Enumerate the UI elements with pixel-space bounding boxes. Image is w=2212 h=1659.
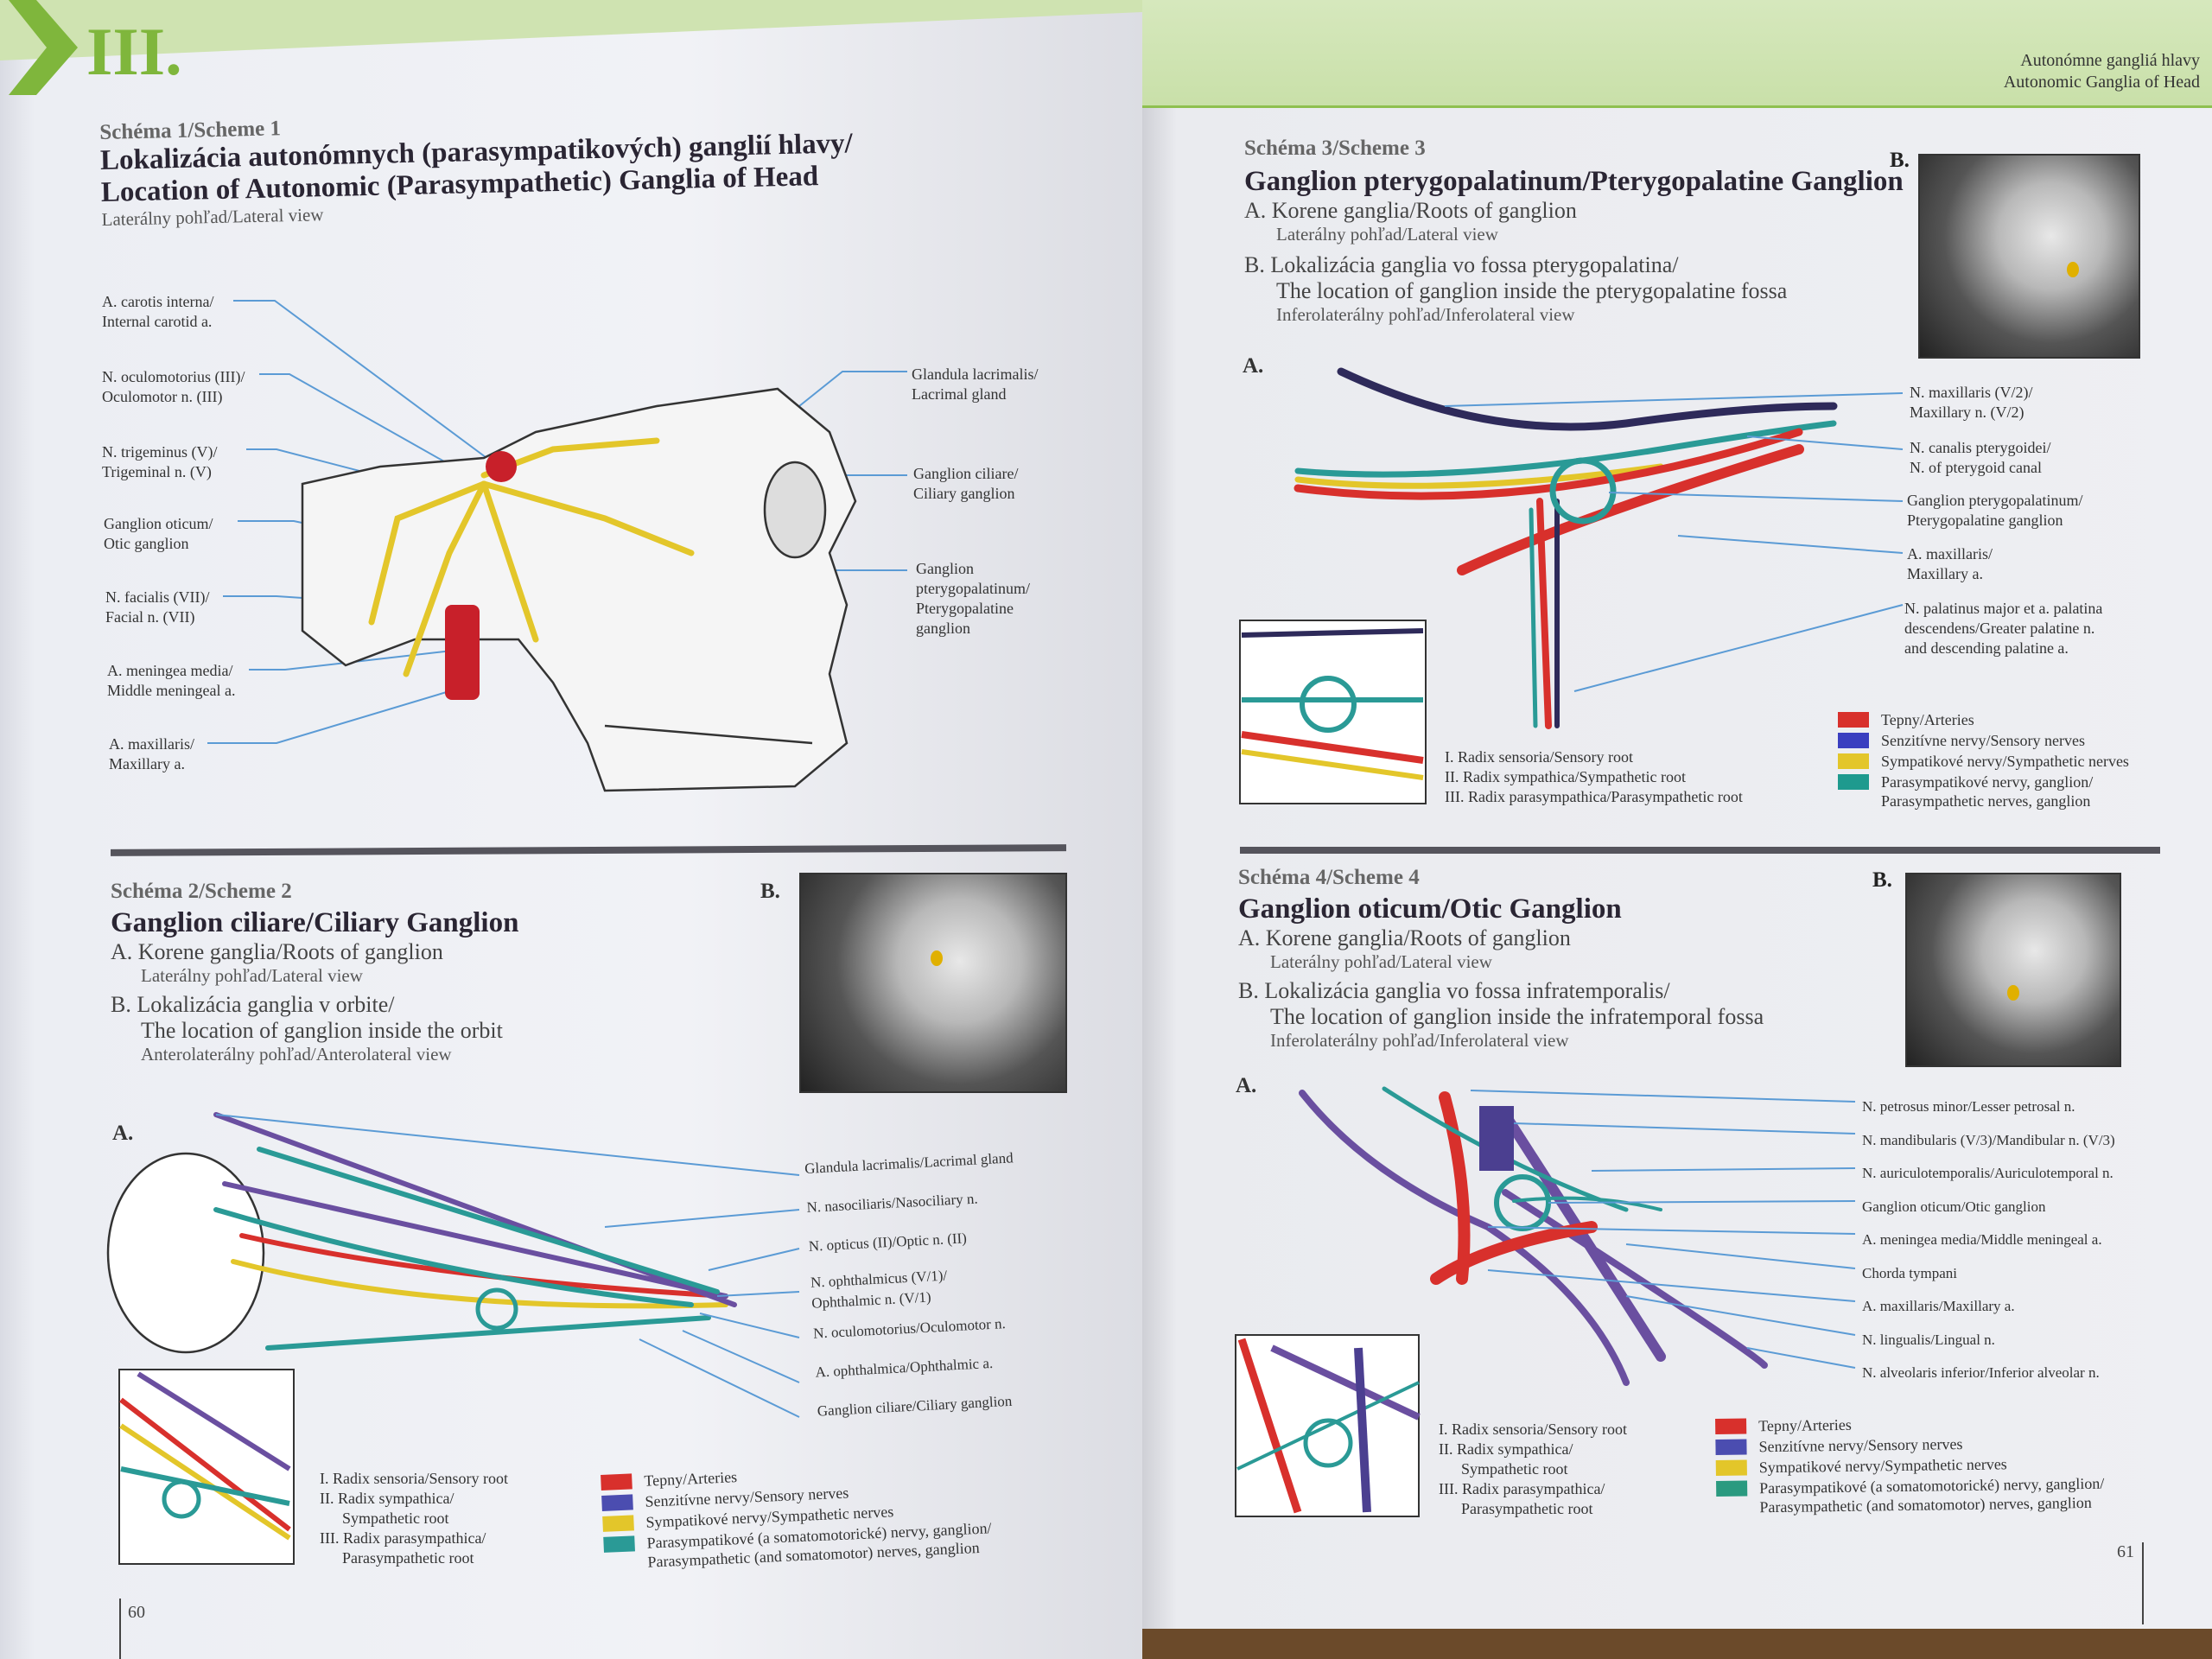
scheme4-heading: Schéma 4/Scheme 4 Ganglion oticum/Otic G… bbox=[1238, 866, 1764, 1052]
scheme4-label: N. petrosus minor/Lesser petrosal n. bbox=[1862, 1098, 2075, 1115]
scheme3-b-view: Inferolaterálny pohľad/Inferolateral vie… bbox=[1276, 304, 1575, 325]
scheme4-label: A. maxillaris/Maxillary a. bbox=[1862, 1298, 2015, 1314]
scheme4-a-view: Laterálny pohľad/Lateral view bbox=[1270, 951, 1492, 972]
section-divider bbox=[1240, 847, 2160, 854]
scheme2-photo-tag: B. bbox=[760, 880, 780, 903]
scheme4-labels: N. petrosus minor/Lesser petrosal n. N. … bbox=[1862, 1090, 2115, 1390]
scheme4-label: A. meningea media/Middle meningeal a. bbox=[1862, 1231, 2102, 1248]
scheme4-photo-tag: B. bbox=[1872, 868, 1892, 892]
scheme3-label: N. maxillaris (V/2)/Maxillary n. (V/2) bbox=[1910, 384, 2033, 421]
legend-item: Parasympatikové nervy, ganglion/Parasymp… bbox=[1838, 772, 2129, 810]
page-number: 60 bbox=[128, 1603, 145, 1622]
scheme4-title: Ganglion oticum/Otic Ganglion bbox=[1238, 893, 1622, 925]
scheme2-legend: Tepny/Arteries Senzitívne nervy/Sensory … bbox=[601, 1456, 993, 1574]
page-rule bbox=[2142, 1542, 2144, 1624]
ganglion-marker bbox=[2067, 262, 2079, 277]
scheme3-skull-photo bbox=[1918, 154, 2140, 359]
scheme1-label: N. facialis (VII)/Facial n. (VII) bbox=[105, 588, 210, 626]
ganglion-marker bbox=[2007, 985, 2019, 1001]
scheme4-a-label: A. Korene ganglia/Roots of ganglion bbox=[1238, 925, 1571, 950]
legend-item: Tepny/Arteries bbox=[1838, 710, 2129, 729]
scheme4-diagram-tag: A. bbox=[1236, 1074, 1257, 1097]
scheme4-skull-photo bbox=[1905, 873, 2121, 1067]
scheme4-label: N. alveolaris inferior/Inferior alveolar… bbox=[1862, 1364, 2100, 1381]
scheme3-label: Ganglion pterygopalatinum/Pterygopalatin… bbox=[1907, 492, 2083, 529]
scheme2-a-view: Laterálny pohľad/Lateral view bbox=[141, 965, 363, 986]
pterygopalatine-ganglion-diagram bbox=[1239, 367, 1904, 804]
scheme1-label: Ganglion oticum/Otic ganglion bbox=[104, 515, 213, 552]
scheme4-label: N. mandibularis (V/3)/Mandibular n. (V/3… bbox=[1862, 1131, 2115, 1148]
scheme1-label: A. meningea media/Middle meningeal a. bbox=[107, 662, 236, 699]
scheme3-title: Ganglion pterygopalatinum/Pterygopalatin… bbox=[1244, 166, 1904, 197]
legend-item: Sympatikové nervy/Sympathetic nerves bbox=[1838, 752, 2129, 771]
scheme4-legend: Tepny/Arteries Senzitívne nervy/Sensory … bbox=[1715, 1412, 2105, 1519]
page-rule bbox=[119, 1599, 121, 1659]
scheme3-label: N. canalis pterygoidei/N. of pterygoid c… bbox=[1910, 439, 2051, 476]
scheme3-label: A. maxillaris/Maxillary a. bbox=[1907, 545, 1993, 582]
scheme4-label: Ganglion oticum/Otic ganglion bbox=[1862, 1198, 2046, 1215]
page-number: 61 bbox=[2117, 1542, 2134, 1561]
scheme1-label: N. oculomotorius (III)/Oculomotor n. (II… bbox=[102, 368, 245, 405]
scheme4-b-view: Inferolaterálny pohľad/Inferolateral vie… bbox=[1270, 1030, 1569, 1051]
scheme4-number: Schéma 4/Scheme 4 bbox=[1238, 866, 1420, 889]
scheme2-skull-photo bbox=[799, 873, 1067, 1093]
scheme4-b-label2: The location of ganglion inside the infr… bbox=[1270, 1004, 1764, 1029]
scheme2-number: Schéma 2/Scheme 2 bbox=[111, 880, 292, 903]
scheme3-a-view: Laterálny pohľad/Lateral view bbox=[1276, 224, 1498, 245]
scheme2-b-label2: The location of ganglion inside the orbi… bbox=[141, 1018, 503, 1043]
scheme4-label: N. auriculotemporalis/Auriculotemporal n… bbox=[1862, 1165, 2113, 1181]
otic-ganglion-diagram bbox=[1235, 1086, 1856, 1517]
left-page: III. Schéma 1/Scheme 1 Lokalizácia auton… bbox=[0, 0, 1142, 1659]
ciliary-ganglion-diagram bbox=[106, 1112, 800, 1565]
skull-illustration bbox=[207, 300, 907, 792]
scheme3-photo-tag: B. bbox=[1890, 149, 1910, 172]
scheme3-b-label2: The location of ganglion inside the pter… bbox=[1276, 278, 1788, 303]
scheme2-labels: Glandula lacrimalis/Lacrimal gland N. na… bbox=[804, 1138, 1027, 1430]
scheme1-label: A. maxillaris/Maxillary a. bbox=[109, 735, 194, 772]
scheme3-number: Schéma 3/Scheme 3 bbox=[1244, 137, 1426, 160]
scheme1-label: Glandula lacrimalis/Lacrimal gland bbox=[912, 365, 1039, 403]
scheme4-b-label: B. Lokalizácia ganglia vo fossa infratem… bbox=[1238, 978, 1670, 1003]
scheme3-heading: Schéma 3/Scheme 3 Ganglion pterygopalati… bbox=[1244, 137, 1904, 326]
scheme2-a-label: A. Korene ganglia/Roots of ganglion bbox=[111, 939, 443, 964]
legend-item: Parasympatikové (a somatomotorické) nerv… bbox=[1716, 1474, 2105, 1517]
legend-item: Senzitívne nervy/Sensory nerves bbox=[1838, 731, 2129, 750]
scheme4-label: N. lingualis/Lingual n. bbox=[1862, 1331, 1995, 1348]
scheme2-b-view: Anterolaterálny pohľad/Anterolateral vie… bbox=[141, 1044, 452, 1065]
scheme2-heading: Schéma 2/Scheme 2 Ganglion ciliare/Cilia… bbox=[111, 880, 518, 1065]
scheme1-label: A. carotis interna/Internal carotid a. bbox=[102, 293, 214, 330]
chapter-number: III. bbox=[86, 14, 182, 89]
ganglion-marker bbox=[931, 950, 943, 966]
scheme1-label: N. trigeminus (V)/Trigeminal n. (V) bbox=[102, 443, 218, 480]
scheme3-a-label: A. Korene ganglia/Roots of ganglion bbox=[1244, 198, 1577, 223]
scheme4-label: Chorda tympani bbox=[1862, 1264, 1958, 1281]
scheme3-b-label: B. Lokalizácia ganglia vo fossa pterygop… bbox=[1244, 252, 1679, 277]
header-band bbox=[1142, 0, 2212, 108]
scheme2-b-label: B. Lokalizácia ganglia v orbite/ bbox=[111, 992, 395, 1017]
scheme2-title: Ganglion ciliare/Ciliary Ganglion bbox=[111, 907, 519, 938]
scheme2-diagram-tag: A. bbox=[112, 1122, 134, 1145]
scheme3-diagram-tag: A. bbox=[1243, 354, 1264, 378]
scheme3-legend: Tepny/Arteries Senzitívne nervy/Sensory … bbox=[1838, 710, 2129, 812]
scheme1-label: Ganglion ciliare/Ciliary ganglion bbox=[913, 465, 1019, 502]
